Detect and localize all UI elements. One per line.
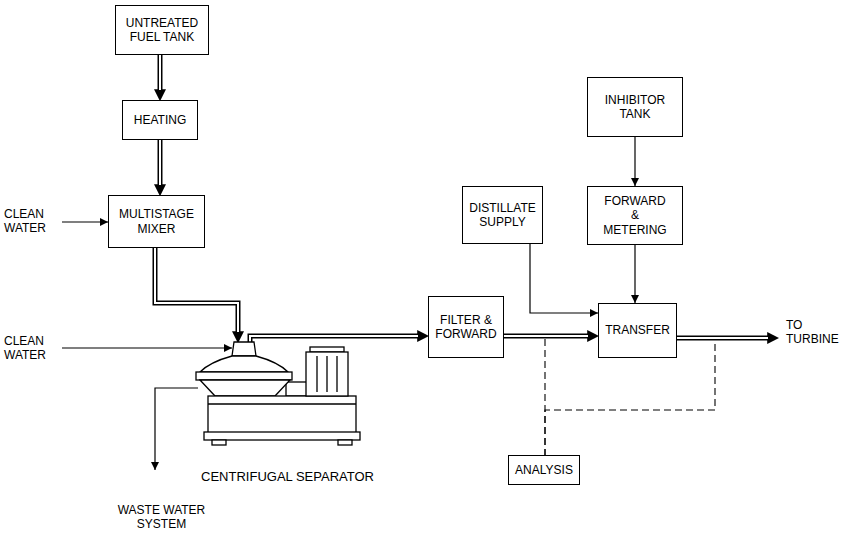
box-label: MULTISTAGE MIXER: [119, 207, 194, 236]
pipe-outline: [504, 334, 592, 339]
separator-nozzle: [232, 342, 256, 356]
flow-connector: [160, 55, 161, 94]
separator-foot: [338, 440, 352, 445]
separator-dome: [200, 356, 288, 372]
box-label: HEATING: [134, 113, 186, 127]
flow-connector: [530, 244, 598, 313]
box-label: FORWARD & METERING: [603, 194, 666, 237]
connector-line: [504, 336, 545, 455]
motor-cap: [310, 347, 344, 352]
pipe-bore: [155, 248, 238, 332]
process-box: DISTILLATE SUPPLY: [462, 186, 543, 244]
box-label: FILTER & FORWARD: [435, 313, 496, 342]
pipe-bore: [250, 336, 418, 342]
pipe-outline: [155, 248, 238, 336]
connector-line: [530, 244, 598, 313]
process-box: INHIBITOR TANK: [587, 77, 683, 137]
process-box: MULTISTAGE MIXER: [108, 195, 205, 248]
flow-connector: [504, 336, 592, 337]
process-box: HEATING: [122, 100, 198, 140]
flow-label: WASTE WATER SYSTEM: [114, 503, 209, 532]
separator-node: CENTRIFUGAL SEPARATOR: [190, 342, 385, 487]
box-label: CENTRIFUGAL SEPARATOR: [201, 469, 374, 485]
pipe-outline: [158, 55, 163, 94]
separator-neck: [286, 382, 308, 396]
separator-frame: [208, 396, 356, 434]
connector-line: [634, 245, 635, 303]
flow-label: TO TURBINE: [786, 318, 839, 347]
process-box: UNTREATED FUEL TANK: [115, 5, 209, 55]
analysis-box: ANALYSIS: [508, 455, 580, 485]
process-box: TRANSFER: [598, 303, 677, 358]
box-label: INHIBITOR TANK: [605, 93, 665, 122]
separator-rim: [196, 372, 292, 380]
motor-rib: [316, 356, 317, 392]
motor-body: [306, 352, 348, 396]
motor-rib: [326, 356, 327, 392]
water-line: [62, 221, 108, 222]
separator-bowl: [200, 380, 290, 396]
connector-line: [634, 137, 635, 186]
flow-label: CLEAN WATER: [4, 207, 46, 236]
water-line: [62, 347, 232, 348]
flow-connector: [250, 336, 422, 342]
pipe-bore: [159, 140, 161, 185]
separator-drawing: [196, 342, 360, 445]
frame-detail: [208, 403, 356, 404]
flow-connector: [635, 137, 636, 186]
sample-line: [504, 336, 545, 455]
box-label: TRANSFER: [605, 323, 670, 337]
turbine-line: [670, 338, 772, 339]
separator-plinth: [204, 432, 360, 440]
box-label: ANALYSIS: [515, 463, 573, 477]
motor-rib: [336, 356, 337, 392]
process-box: FORWARD & METERING: [587, 186, 683, 245]
flow-connector: [155, 248, 238, 336]
flow-connector: [160, 140, 161, 189]
pipe-outline: [250, 336, 422, 342]
pipe-bore: [504, 335, 588, 337]
waste-line: [155, 388, 198, 470]
drawing-part: [670, 336, 772, 341]
flow-connector: [635, 245, 636, 303]
box-label: UNTREATED FUEL TANK: [120, 16, 204, 45]
pipe-bore: [159, 55, 161, 90]
process-box: FILTER & FORWARD: [428, 296, 504, 358]
pipe-outline: [158, 140, 163, 189]
drawing-part: [670, 337, 768, 339]
flow-label: CLEAN WATER: [4, 334, 46, 363]
box-label: DISTILLATE SUPPLY: [469, 201, 535, 230]
separator-foot: [212, 440, 226, 445]
